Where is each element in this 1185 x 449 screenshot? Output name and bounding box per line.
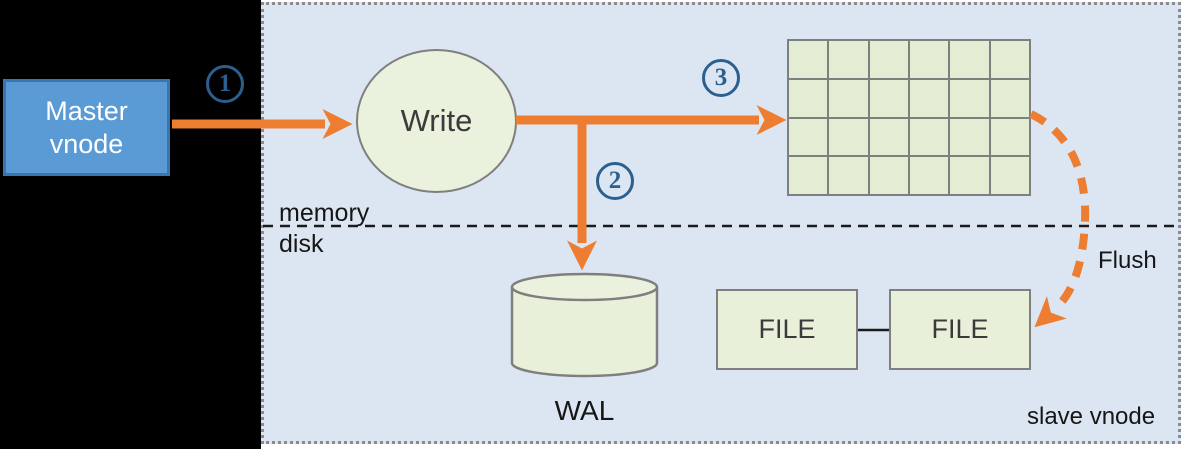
memtable-cell xyxy=(950,41,989,78)
master-vnode-label-line2: vnode xyxy=(49,128,124,159)
step-badge-1: 1 xyxy=(206,65,244,103)
file-node-1-label: FILE xyxy=(758,314,816,344)
memtable-cell xyxy=(990,41,1029,78)
memtable-cell xyxy=(789,79,828,117)
memtable-cell xyxy=(829,118,868,156)
step-badge-3-digit: 3 xyxy=(714,64,728,91)
memtable-cell xyxy=(869,79,908,117)
memtable-cell xyxy=(909,79,949,117)
memtable-cell xyxy=(789,41,828,78)
memtable-cell xyxy=(909,118,949,156)
memtable-cell xyxy=(909,41,949,78)
file-node-2: FILE xyxy=(889,289,1031,370)
memtable-cell xyxy=(869,118,908,156)
wal-label: WAL xyxy=(554,395,615,426)
memtable-cell xyxy=(909,157,949,194)
memtable-cell xyxy=(829,157,868,194)
step-badge-2-digit: 2 xyxy=(608,167,622,194)
step-badge-1-digit: 1 xyxy=(218,70,232,97)
master-vnode-label-line1: Master xyxy=(45,96,128,127)
disk-label: disk xyxy=(279,230,324,258)
file-node-2-label: FILE xyxy=(931,314,989,344)
memtable-grid xyxy=(787,39,1031,196)
wal-cylinder xyxy=(510,272,659,378)
flush-label: Flush xyxy=(1098,247,1157,274)
write-node-label: Write xyxy=(400,103,473,138)
file-node-1: FILE xyxy=(716,289,858,370)
memtable-cell xyxy=(829,79,868,117)
memory-label: memory xyxy=(279,199,370,227)
memtable-cell xyxy=(950,157,989,194)
slave-vnode-label: slave vnode xyxy=(1027,403,1156,430)
memtable-cell xyxy=(869,157,908,194)
memtable-cell xyxy=(789,118,828,156)
step-badge-3: 3 xyxy=(702,59,740,97)
memtable-cell xyxy=(990,157,1029,194)
memtable-cell xyxy=(829,41,868,78)
step-badge-2: 2 xyxy=(596,162,634,200)
memtable-cell xyxy=(950,118,989,156)
memtable-cell xyxy=(869,41,908,78)
memtable-cell xyxy=(990,79,1029,117)
memtable-cell xyxy=(789,157,828,194)
memtable-cell xyxy=(990,118,1029,156)
memtable-cell xyxy=(950,79,989,117)
master-vnode-node: Master vnode xyxy=(3,79,170,176)
write-node: Write xyxy=(356,49,517,193)
